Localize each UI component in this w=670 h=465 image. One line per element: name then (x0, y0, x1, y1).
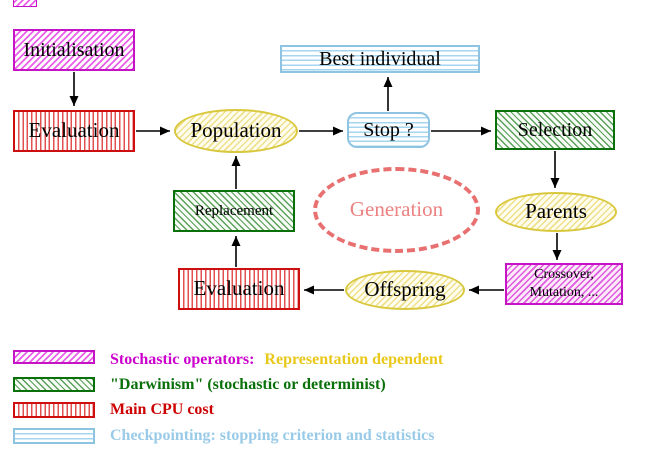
legend-row-darwinism: "Darwinism" (stochastic or determinist) (110, 376, 386, 393)
clipped-box-fragment (13, 0, 37, 7)
legend-swatch-checkpointing (13, 428, 95, 444)
generation-cycle-ellipse: Generation (313, 167, 480, 253)
node-replacement: Replacement (173, 190, 295, 232)
node-crossover-mutation: Crossover, Mutation, ... (505, 263, 623, 305)
node-selection: Selection (495, 110, 615, 150)
legend-swatch-cpu (13, 402, 95, 418)
node-parents: Parents (495, 192, 617, 232)
node-population: Population (174, 109, 298, 153)
legend-swatch-stochastic (13, 350, 95, 364)
legend-swatch-darwinism (13, 377, 95, 392)
node-stop: Stop ? (347, 112, 430, 148)
crossover-line1: Crossover, (534, 266, 594, 282)
legend-stochastic-label: Stochastic operators: (110, 351, 255, 368)
node-best-individual: Best individual (280, 45, 480, 73)
node-initialisation: Initialisation (13, 29, 135, 71)
legend-row-cpu: Main CPU cost (110, 401, 214, 418)
crossover-line2: Mutation, ... (529, 285, 599, 300)
legend-stochastic-value: Representation dependent (264, 351, 444, 368)
node-offspring: Offspring (345, 270, 465, 310)
crossover-label: Crossover, Mutation, ... (530, 266, 599, 302)
legend-row-stochastic: Stochastic operators: Representation depe… (110, 351, 443, 369)
node-evaluation-bottom: Evaluation (178, 268, 300, 310)
legend-row-checkpointing: Checkpointing: stopping criterion and st… (110, 427, 435, 444)
node-evaluation-top: Evaluation (13, 110, 135, 152)
